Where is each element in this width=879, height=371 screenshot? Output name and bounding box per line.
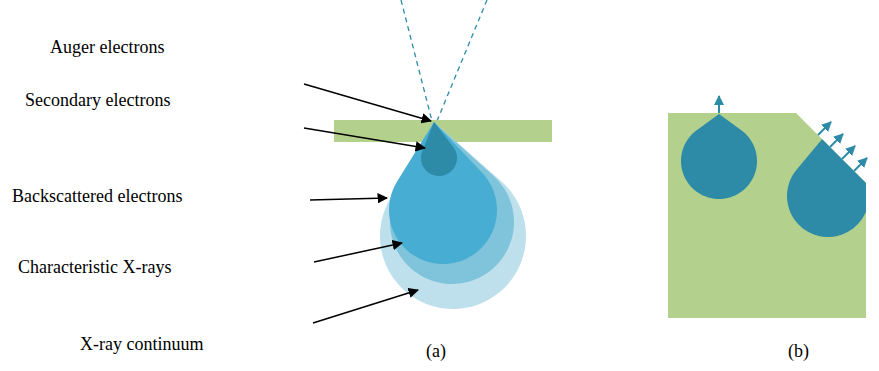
emission-arrow: [818, 122, 831, 135]
leader-arrow: [310, 198, 387, 200]
emission-arrow: [718, 96, 720, 113]
panel-label: (b): [788, 341, 809, 363]
emission-arrow: [842, 146, 855, 159]
callout-label: X-ray continuum: [80, 334, 203, 356]
beam-line: [401, 0, 432, 121]
panel-label: (a): [426, 341, 446, 363]
callout-label: Secondary electrons: [25, 90, 170, 112]
leader-arrow: [304, 128, 425, 148]
beam-line: [437, 0, 487, 121]
leader-arrow: [304, 84, 431, 121]
leader-arrow: [313, 290, 418, 323]
callout-label: Characteristic X-rays: [18, 257, 171, 279]
emission-arrow: [830, 134, 843, 147]
callout-label: Auger electrons: [50, 37, 164, 59]
interaction-volume: [681, 114, 757, 199]
emission-arrow: [854, 158, 867, 171]
interaction-volume: [787, 132, 869, 237]
callout-label: Backscattered electrons: [12, 186, 182, 208]
interaction-volume: [380, 122, 526, 309]
interaction-volume: [389, 122, 497, 264]
leader-arrow: [314, 243, 402, 262]
interaction-volume: [421, 122, 457, 176]
